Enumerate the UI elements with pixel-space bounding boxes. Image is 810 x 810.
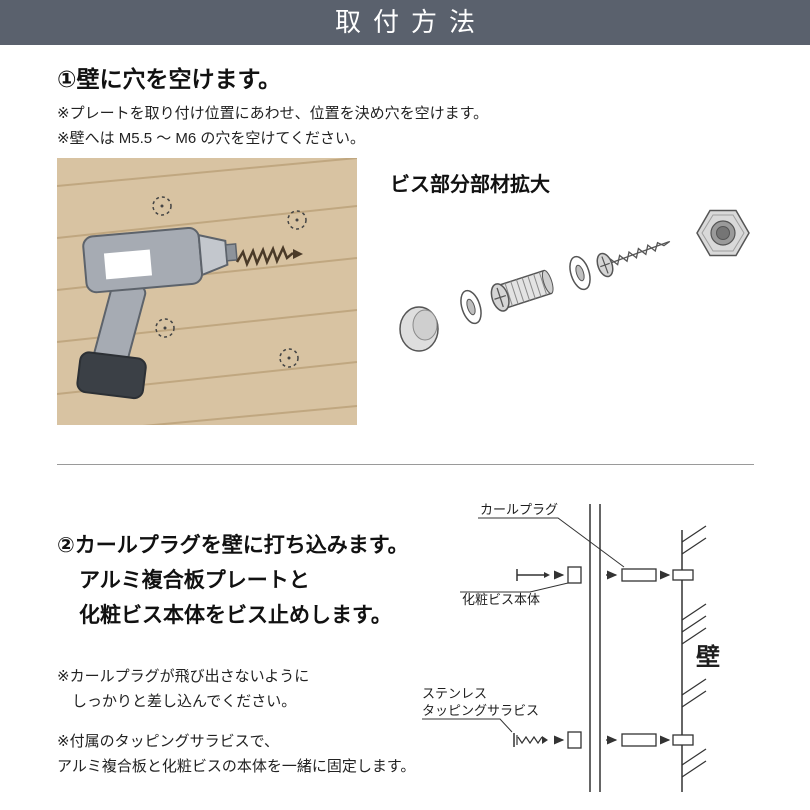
step2-note1-line1: ※カールプラグが飛び出さないように — [57, 668, 310, 685]
step2-note-1: ※カールプラグが飛び出さないように しっかりと差し込んでください。 — [57, 664, 309, 714]
hex-nut-part — [696, 209, 750, 257]
step2-heading-line2: アルミ複合板プレートと — [79, 569, 310, 592]
stainless-label-line2: タッピングサラビス — [422, 703, 539, 718]
wall-cross-section-diagram: カールプラグ 化粧ビス本体 ステンレス タッピングサラビス 壁 — [410, 490, 770, 802]
cap-part — [399, 306, 439, 352]
screw-parts-svg — [399, 209, 750, 352]
electric-drill-icon — [76, 226, 238, 400]
wall-diagram-svg: カールプラグ 化粧ビス本体 ステンレス タッピングサラビス 壁 — [422, 502, 720, 792]
curl-plug-label: カールプラグ — [480, 502, 558, 517]
step2-heading-line3: 化粧ビス本体をビス止めします。 — [79, 604, 392, 627]
drill-nose — [197, 233, 229, 277]
drill-illustration-svg — [57, 158, 357, 425]
page-title: 取付方法 — [334, 7, 487, 37]
drill-hole-marks — [152, 196, 307, 368]
stainless-label-line1: ステンレス — [422, 686, 487, 701]
decorative-screw-body-label: 化粧ビス本体 — [462, 592, 540, 607]
step1-note-1: ※プレートを取り付け位置にあわせ、位置を決め穴を空けます。 — [57, 105, 489, 122]
drill-battery — [76, 351, 147, 400]
tapping-screw-part — [596, 240, 671, 278]
row2-tapping-screw — [513, 731, 694, 749]
step2-heading: ②カールプラグを壁に打ち込みます。 アルミ複合板プレートと 化粧ビス本体をビス止… — [57, 528, 409, 633]
washer-part-2 — [569, 255, 591, 291]
section-divider — [57, 464, 754, 465]
row1-decorative-screw — [516, 566, 694, 584]
wall-hatching — [681, 525, 707, 778]
wall-label: 壁 — [696, 643, 720, 671]
screw-parts-diagram — [375, 195, 770, 390]
step2-note2-line1: ※付属のタッピングサラビスで、 — [57, 733, 279, 750]
drill-illustration — [57, 158, 357, 425]
drill-hole-centers — [160, 204, 299, 360]
step2-note-2: ※付属のタッピングサラビスで、 アルミ複合板と化粧ビスの本体を一緒に固定します。 — [57, 729, 415, 779]
step1-notes: ※プレートを取り付け位置にあわせ、位置を決め穴を空けます。 ※壁へは M5.5 … — [57, 101, 488, 151]
drill-label-sticker — [103, 249, 153, 280]
drill-chuck — [224, 243, 238, 262]
threaded-body-part — [490, 269, 554, 312]
step1-heading: ①壁に穴を空けます。 — [57, 66, 282, 92]
step1-note-2: ※壁へは M5.5 ～ M6 の穴を空けてください。 — [57, 130, 365, 147]
page-header: 取付方法 — [0, 0, 810, 45]
plate-cross-section — [589, 504, 601, 792]
screw-being-driven — [235, 244, 303, 268]
leader-lines — [422, 517, 625, 733]
step2-note1-line2: しっかりと差し込んでください。 — [72, 693, 297, 710]
step2-heading-line1: ②カールプラグを壁に打ち込みます。 — [57, 534, 409, 557]
step2-note2-line2: アルミ複合板と化粧ビスの本体を一緒に固定します。 — [57, 758, 416, 775]
washer-part-1 — [460, 289, 482, 325]
parts-diagram-title: ビス部分部材拡大 — [390, 174, 550, 196]
